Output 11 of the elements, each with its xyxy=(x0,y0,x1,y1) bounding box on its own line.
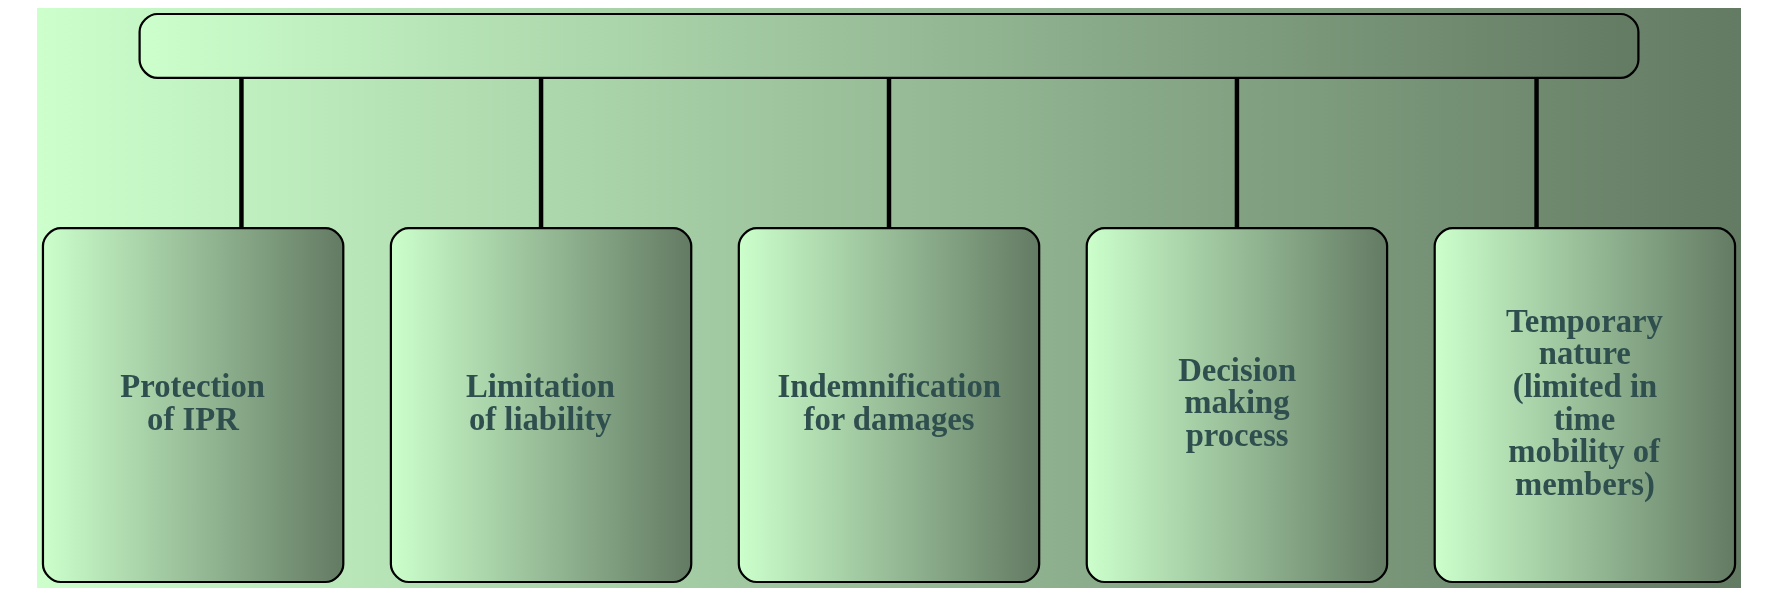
node-box: Temporary nature (limited in time mobility of members) xyxy=(1433,227,1737,584)
node-box xyxy=(138,12,1640,80)
connector xyxy=(1534,78,1539,228)
connector xyxy=(239,78,244,228)
connector xyxy=(538,78,544,228)
node-box: Protection of IPR xyxy=(41,227,345,584)
connector xyxy=(886,78,892,228)
connector xyxy=(1234,78,1240,228)
node-box: Limitation of liability xyxy=(389,227,693,584)
node-box: Decision making process xyxy=(1085,227,1389,584)
node-box: Indemnification for damages xyxy=(737,227,1041,584)
